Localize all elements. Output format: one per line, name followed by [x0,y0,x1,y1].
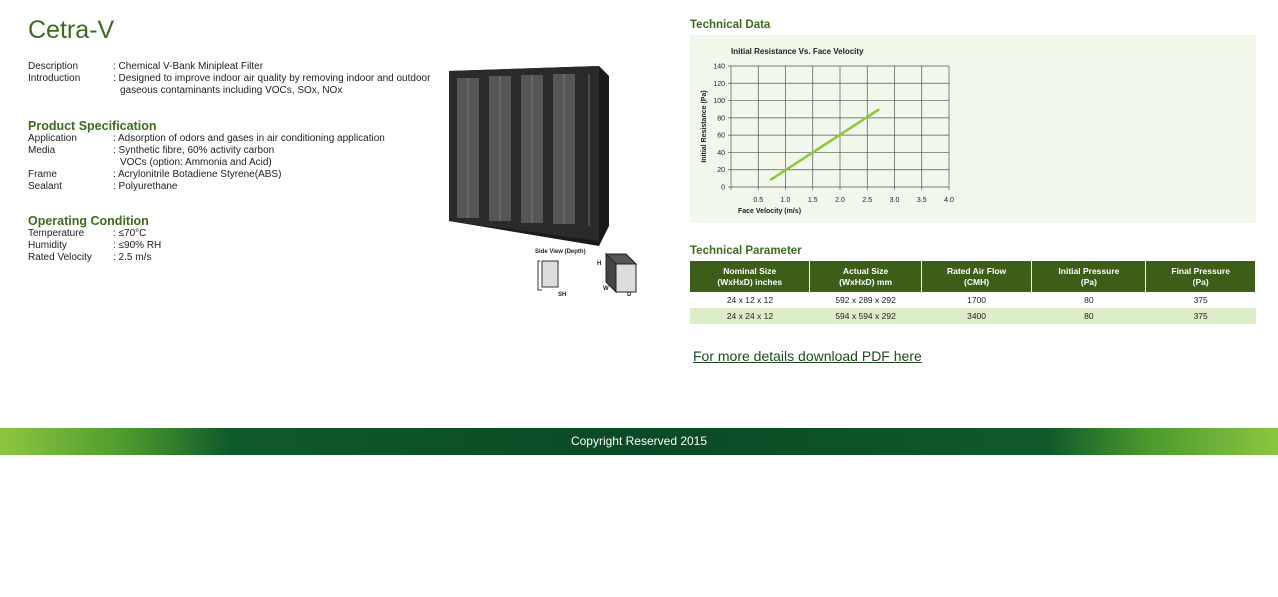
value-cont: gaseous contaminants including VOCs, SOx… [120,85,343,96]
header-text: (WxHxD) mm [839,276,893,287]
value: : ≤70°C [113,228,147,239]
h-label: H [597,261,602,267]
table-cell: 80 [1031,308,1146,324]
header-text: Final Pressure [1171,265,1230,276]
operating-condition: Operating Condition Temperature : ≤70°C H… [28,215,433,264]
value: : ≤90% RH [113,240,162,251]
header-text: (CMH) [964,276,990,287]
y-tick-label: 20 [717,167,725,174]
x-tick-label: 3.5 [917,197,927,204]
label: Introduction [28,73,81,84]
y-tick-label: 40 [717,150,725,157]
x-tick-label: 2.0 [835,197,845,204]
table-cell: 594 x 594 x 292 [809,308,922,324]
label: Rated Velocity [28,252,92,263]
column-header: Actual Size(WxHxD) mm [809,261,922,292]
download-pdf-link[interactable]: For more details download PDF here [693,348,922,364]
column-header: Rated Air Flow(CMH) [921,261,1033,292]
label: Application [28,133,77,144]
product-title: Cetra-V [28,16,115,44]
header-text: (Pa) [1080,276,1097,287]
technical-parameter-heading: Technical Parameter [690,245,802,257]
x-tick-label: 4.0 [944,197,954,204]
y-tick-label: 100 [713,98,725,105]
product-specification: Product Specification Application : Adsor… [28,120,433,193]
x-axis-label: Face Velocity (m/s) [738,208,801,215]
filter-product-image [449,66,609,246]
column-header: Nominal Size(WxHxD) inches [690,261,811,292]
intro-section: Description : Chemical V-Bank Minipleat F… [28,61,443,97]
value: : 2.5 m/s [113,252,152,263]
y-tick-label: 120 [713,81,725,88]
header-text: Rated Air Flow [946,265,1007,276]
y-tick-label: 60 [717,133,725,140]
y-tick-label: 140 [713,64,725,71]
series-line [769,108,880,182]
section-heading: Product Specification [28,119,157,133]
label: Frame [28,169,57,180]
d-label: D [627,292,632,298]
table-cell: 1700 [967,295,987,305]
value: : Chemical V-Bank Minipleat Filter [113,61,264,72]
value: : Adsorption of odors and gases in air c… [113,133,385,144]
header-text: Initial Pressure [1058,265,1120,276]
table-cell: 375 [1193,295,1208,305]
label: Media [28,145,56,156]
header-text: Actual Size [842,265,889,276]
technical-data-heading: Technical Data [690,19,771,31]
table-cell: 3400 [921,308,1032,324]
value: : Acrylonitrile Botadiene Styrene(ABS) [113,169,282,180]
column-header: Initial Pressure(Pa) [1031,261,1147,292]
side-view-diagram: Side View (Depth) SH H W D [530,246,650,306]
w-label: W [603,286,609,292]
table-cell: 24 x 12 x 12 [726,295,774,305]
header-text: (WxHxD) inches [717,276,783,287]
x-tick-label: 1.0 [781,197,791,204]
table-cell: 24 x 24 x 12 [690,308,810,324]
label: Description [28,61,79,72]
header-text: Nominal Size [723,265,777,276]
value: : Synthetic fibre, 60% activity carbon [113,145,275,156]
y-tick-label: 0 [721,185,725,192]
table-row: 24 x 12 x 12 592 x 289 x 292 1700 80 375 [690,292,1256,308]
chart-title: Initial Resistance Vs. Face Velocity [731,47,864,56]
table-cell: 80 [1084,295,1094,305]
x-tick-label: 1.5 [808,197,818,204]
x-tick-label: 3.0 [890,197,900,204]
label: Sealant [28,181,62,192]
value: : Polyurethane [113,181,178,192]
value-cont: VOCs (option: Ammonia and Acid) [120,157,272,168]
resistance-chart: 0 20 40 60 80 100 120 140 0.5 1.0 1.5 2.0 2.5 3.0 3.5 4… [701,47,954,215]
footer-copyright: Copyright Reserved 2015 [0,428,1278,455]
dimension-diagram-icon [537,252,638,294]
section-heading: Operating Condition [28,214,149,228]
sh-label: SH [558,292,567,298]
value: : Designed to improve indoor air quality… [113,73,431,84]
table-cell: 375 [1145,308,1256,324]
chart-panel: 0 20 40 60 80 100 120 140 0.5 1.0 1.5 2.0 2.5 3.0 3.5 4… [690,35,1256,223]
side-view-label: Side View (Depth) [535,249,586,255]
x-tick-label: 2.5 [862,197,872,204]
x-tick-label: 0.5 [753,197,763,204]
label: Humidity [28,240,67,251]
table-cell: 592 x 289 x 292 [835,295,896,305]
y-tick-label: 80 [717,115,725,122]
label: Temperature [28,228,85,239]
header-text: (Pa) [1192,276,1209,287]
y-axis-label: Initial Resistance (Pa) [701,90,708,162]
column-header: Final Pressure(Pa) [1145,261,1256,292]
